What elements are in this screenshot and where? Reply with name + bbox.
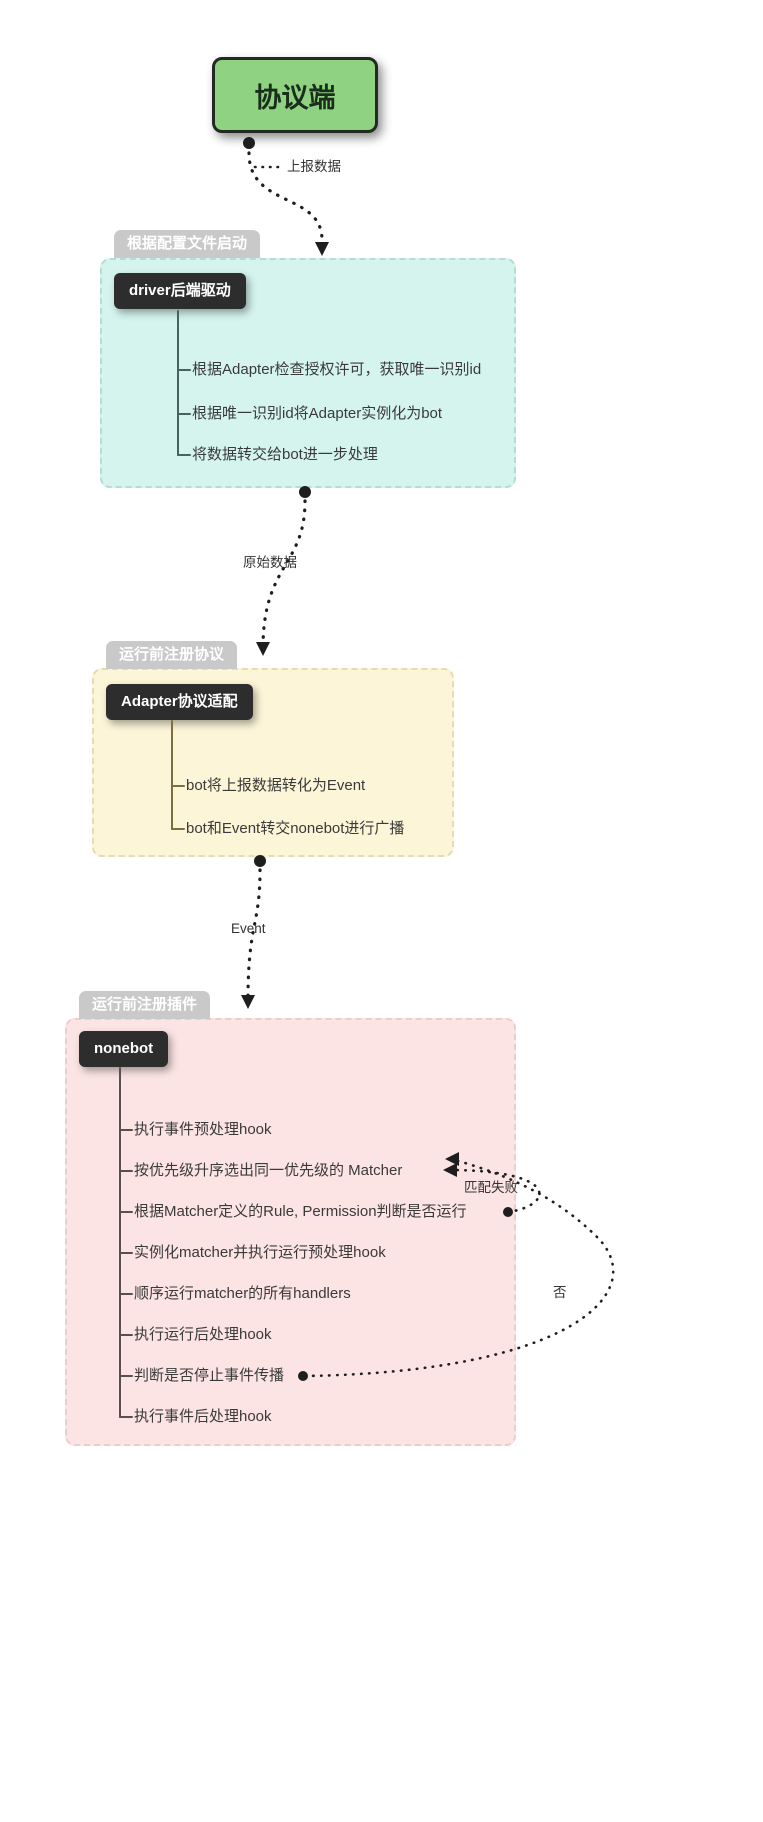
tree-item: bot和Event转交nonebot进行广播 — [186, 820, 405, 837]
arrowhead-down-icon — [256, 642, 270, 656]
tree-item: 实例化matcher并执行运行预处理hook — [134, 1244, 386, 1261]
tree-item: 顺序运行matcher的所有handlers — [134, 1285, 351, 1302]
loop-label-match-fail: 匹配失败 — [464, 1180, 518, 1195]
tree-item: 判断是否停止事件传播 — [134, 1367, 285, 1384]
tree-item: 根据唯一识别id将Adapter实例化为bot — [192, 405, 443, 422]
edge-label-event: Event — [231, 921, 266, 936]
tree-item: 按优先级升序选出同一优先级的 Matcher — [134, 1162, 403, 1179]
tree-item: 执行运行后处理hook — [134, 1326, 272, 1343]
group-tag-adapter: 运行前注册协议 — [106, 641, 238, 669]
arrowhead-down-icon — [241, 995, 255, 1009]
loop-label-no: 否 — [553, 1285, 567, 1300]
tree-item: 执行事件预处理hook — [134, 1121, 272, 1138]
group-tag-nonebot: 运行前注册插件 — [79, 991, 211, 1019]
tree-item: 根据Matcher定义的Rule, Permission判断是否运行 — [134, 1203, 467, 1220]
root-node-protocol: 协议端 — [212, 57, 378, 133]
node-nonebot: nonebot — [79, 1031, 169, 1067]
group-tag-driver: 根据配置文件启动 — [114, 230, 261, 258]
tree-item: bot将上报数据转化为Event — [186, 777, 366, 794]
tree-item: 执行事件后处理hook — [134, 1408, 272, 1425]
tree-item: 根据Adapter检查授权许可，获取唯一识别id — [192, 361, 482, 378]
arrowhead-down-icon — [315, 242, 329, 256]
edge-driver-to-adapter — [261, 499, 307, 650]
root-node-label: 协议端 — [254, 82, 336, 113]
connector-dot — [243, 137, 255, 149]
edge-label-raw-data: 原始数据 — [243, 555, 297, 570]
edge-label-report-data: 上报数据 — [287, 159, 341, 174]
node-driver: driver后端驱动 — [114, 273, 246, 309]
tree-item: 将数据转交给bot进一步处理 — [192, 446, 378, 463]
node-adapter: Adapter协议适配 — [106, 684, 253, 720]
group-box-nonebot — [65, 1018, 516, 1446]
